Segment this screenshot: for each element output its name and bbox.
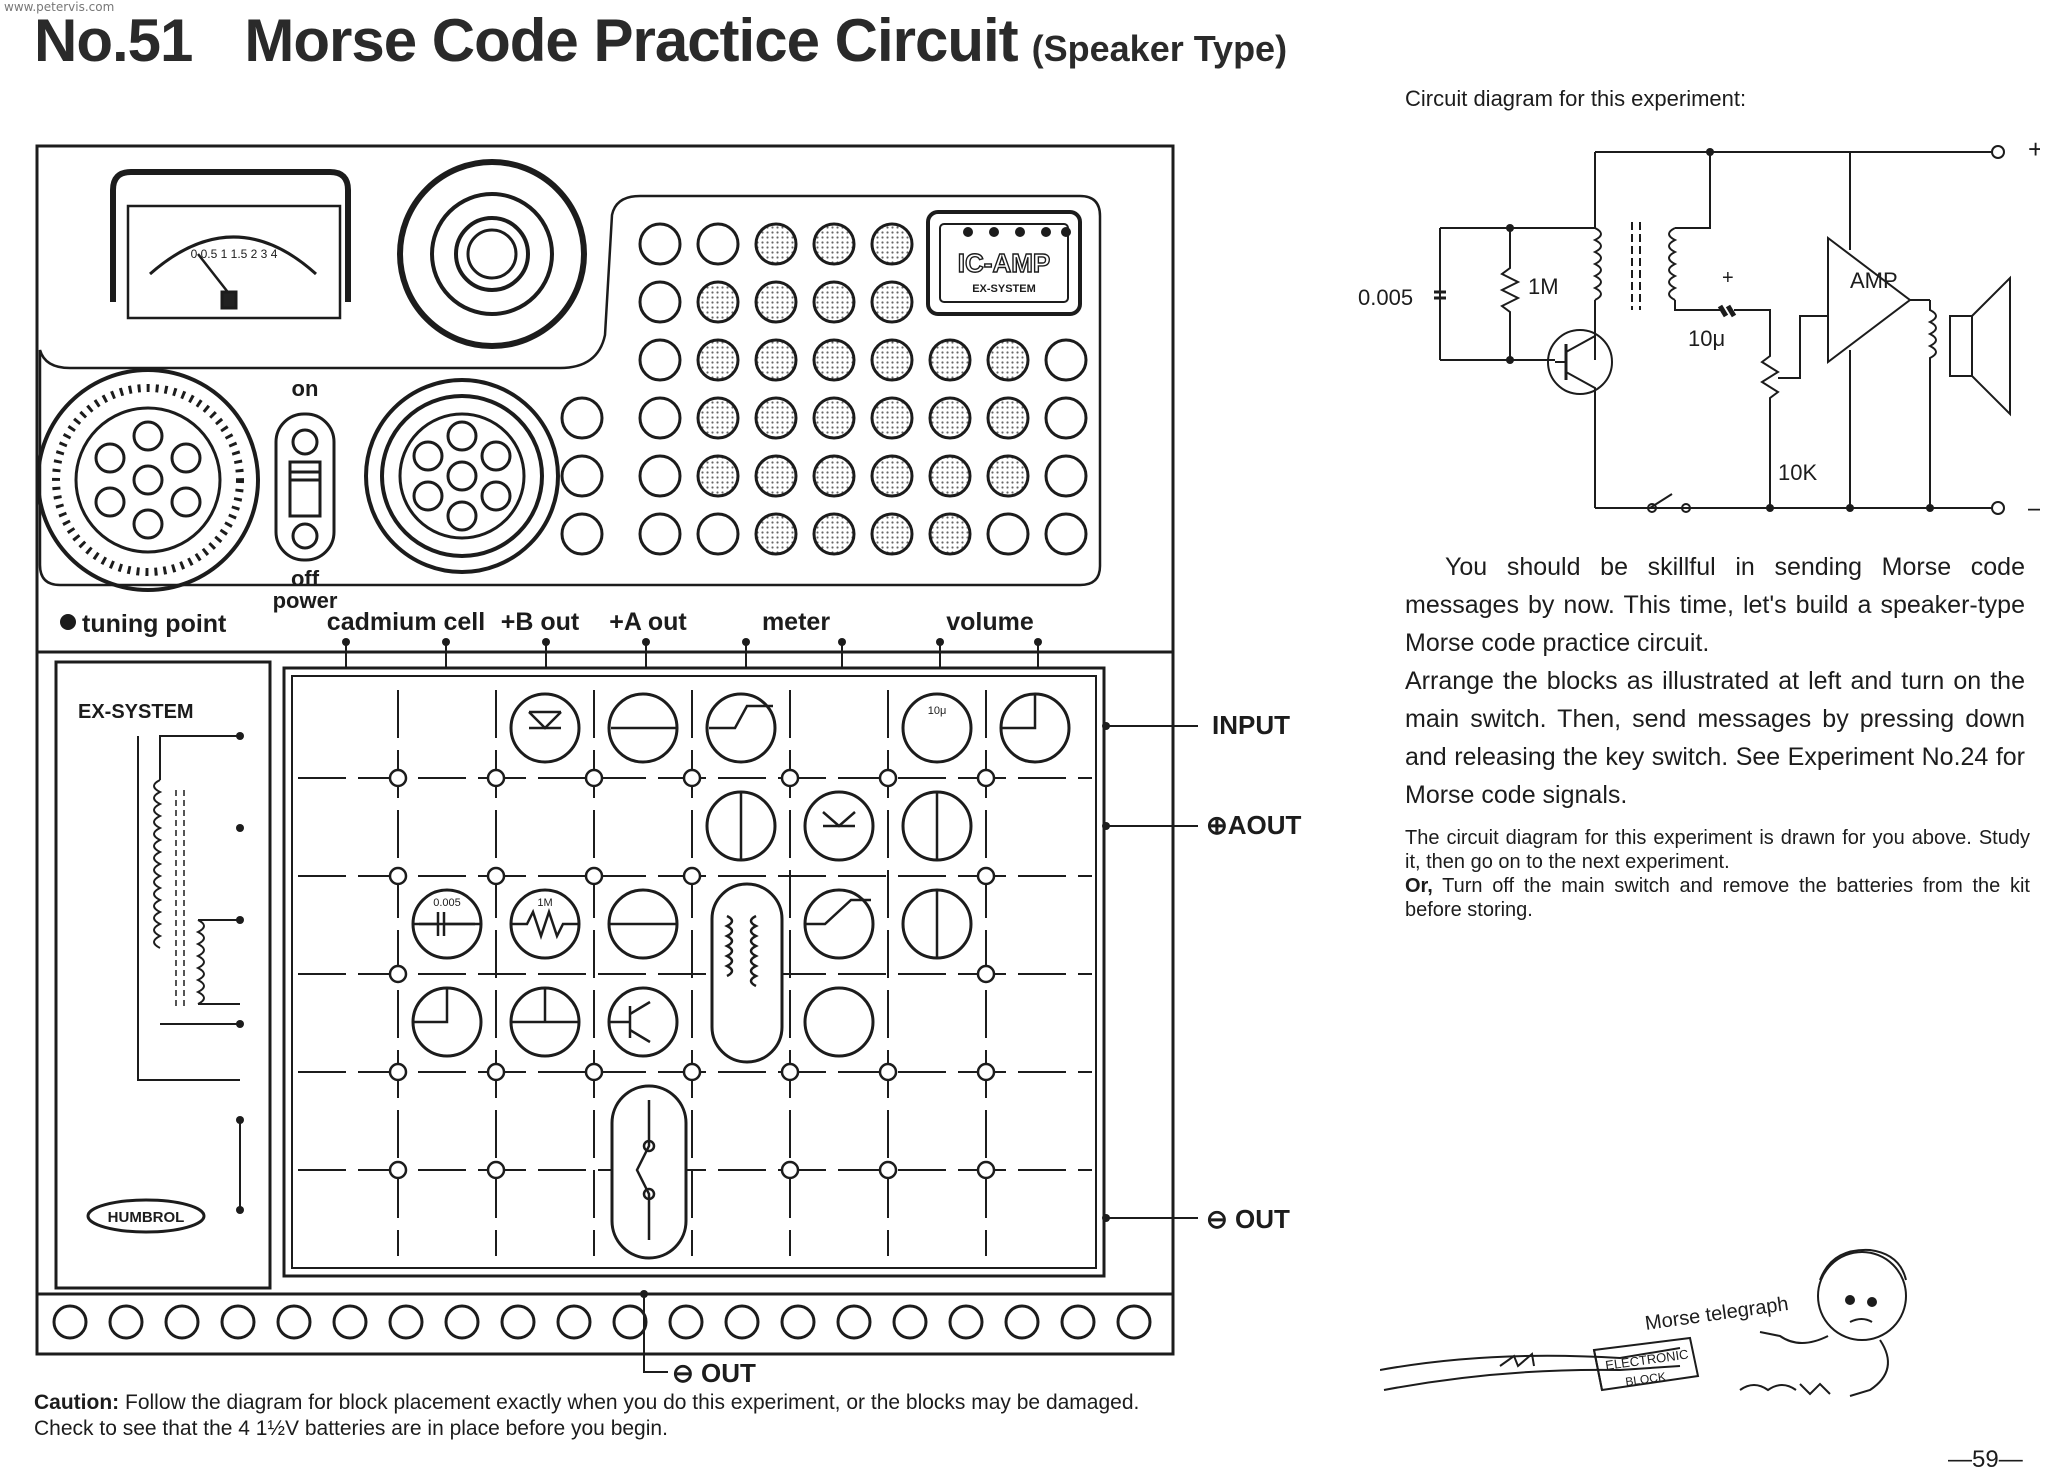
kit-board-illustration: IC-AMP EX-SYSTEM 0 0.5 1 1.5 2 3 4 [35, 144, 1302, 1388]
block-cap-label: 0.005 [433, 897, 461, 909]
terminal-b-out: +B out [501, 608, 580, 636]
caution-note: Caution: Follow the diagram for block pl… [34, 1390, 1184, 1442]
terminal-volume: volume [946, 608, 1034, 636]
experiment-number: No.51 [34, 7, 193, 74]
switch-off-label: off [291, 566, 320, 591]
terminal-meter: meter [762, 608, 830, 636]
input-label: INPUT [1212, 710, 1290, 740]
schematic-plus: + [2028, 134, 2040, 164]
study-note-line-1: The circuit diagram for this experiment … [1405, 827, 2030, 873]
block-elec-cap-label: 10μ [928, 705, 947, 717]
out-label: ⊖ OUT [1206, 1204, 1290, 1234]
aout-label: ⊕AOUT [1206, 810, 1302, 840]
tuning-point-label: tuning point [82, 610, 227, 638]
schematic-elec-cap-label: 10μ [1688, 326, 1725, 351]
page-title: No.51 Morse Code Practice Circuit (Speaker… [34, 6, 1287, 75]
terminal-cadmium-cell: cadmium cell [327, 608, 485, 636]
meter-scale: 0 0.5 1 1.5 2 3 4 [191, 247, 278, 261]
experiment-subtitle: (Speaker Type) [1031, 28, 1288, 69]
schematic-minus: – [2028, 492, 2040, 522]
ic-amp-sublabel: EX-SYSTEM [972, 283, 1036, 295]
svg-text:+: + [1722, 267, 1734, 289]
caution-label: Caution: [34, 1391, 120, 1414]
page-number: —59— [1948, 1446, 2023, 1473]
study-note-line-2: Turn off the main switch and remove the … [1405, 875, 2030, 921]
switch-on-label: on [292, 376, 319, 401]
experiment-title: Morse Code Practice Circuit [244, 7, 1018, 74]
ex-system-label: EX-SYSTEM [78, 701, 194, 723]
terminal-a-out: +A out [609, 608, 687, 636]
schematic-amp-label: AMP [1850, 268, 1898, 293]
morse-telegraph-cartoon: Morse telegraph ELECTRONIC BLOCK [1380, 1248, 1907, 1397]
block-resistor-label: 1M [537, 897, 552, 909]
site-url: www.petervis.com [4, 0, 115, 14]
instructions-text: You should be skillful in sending Morse … [1405, 548, 2025, 814]
humbrol-badge: HUMBROL [108, 1209, 185, 1226]
study-note-or: Or, [1405, 875, 1433, 897]
schematic-resistor-label: 1M [1528, 274, 1559, 299]
socket-grid [560, 222, 1088, 556]
study-note: The circuit diagram for this experiment … [1405, 826, 2030, 922]
caution-text: Follow the diagram for block placement e… [34, 1391, 1140, 1440]
bottom-out-label: ⊖ OUT [672, 1358, 756, 1388]
schematic-caption: Circuit diagram for this experiment: [1405, 86, 1747, 111]
circuit-schematic: + + – 0.005 1M 10μ 10K AMP [1358, 134, 2040, 522]
schematic-cap-label: 0.005 [1358, 285, 1413, 310]
instructions-paragraph-1: You should be skillful in sending Morse … [1405, 553, 2025, 657]
schematic-pot-label: 10K [1778, 460, 1817, 485]
instructions-paragraph-2: Arrange the blocks as illustrated at lef… [1405, 667, 2025, 809]
cartoon-caption: Morse telegraph [1644, 1293, 1790, 1335]
cartoon-box-line-2: BLOCK [1624, 1369, 1666, 1389]
ic-amp-label: IC-AMP [958, 248, 1050, 278]
switch-power-label: power [273, 588, 338, 613]
